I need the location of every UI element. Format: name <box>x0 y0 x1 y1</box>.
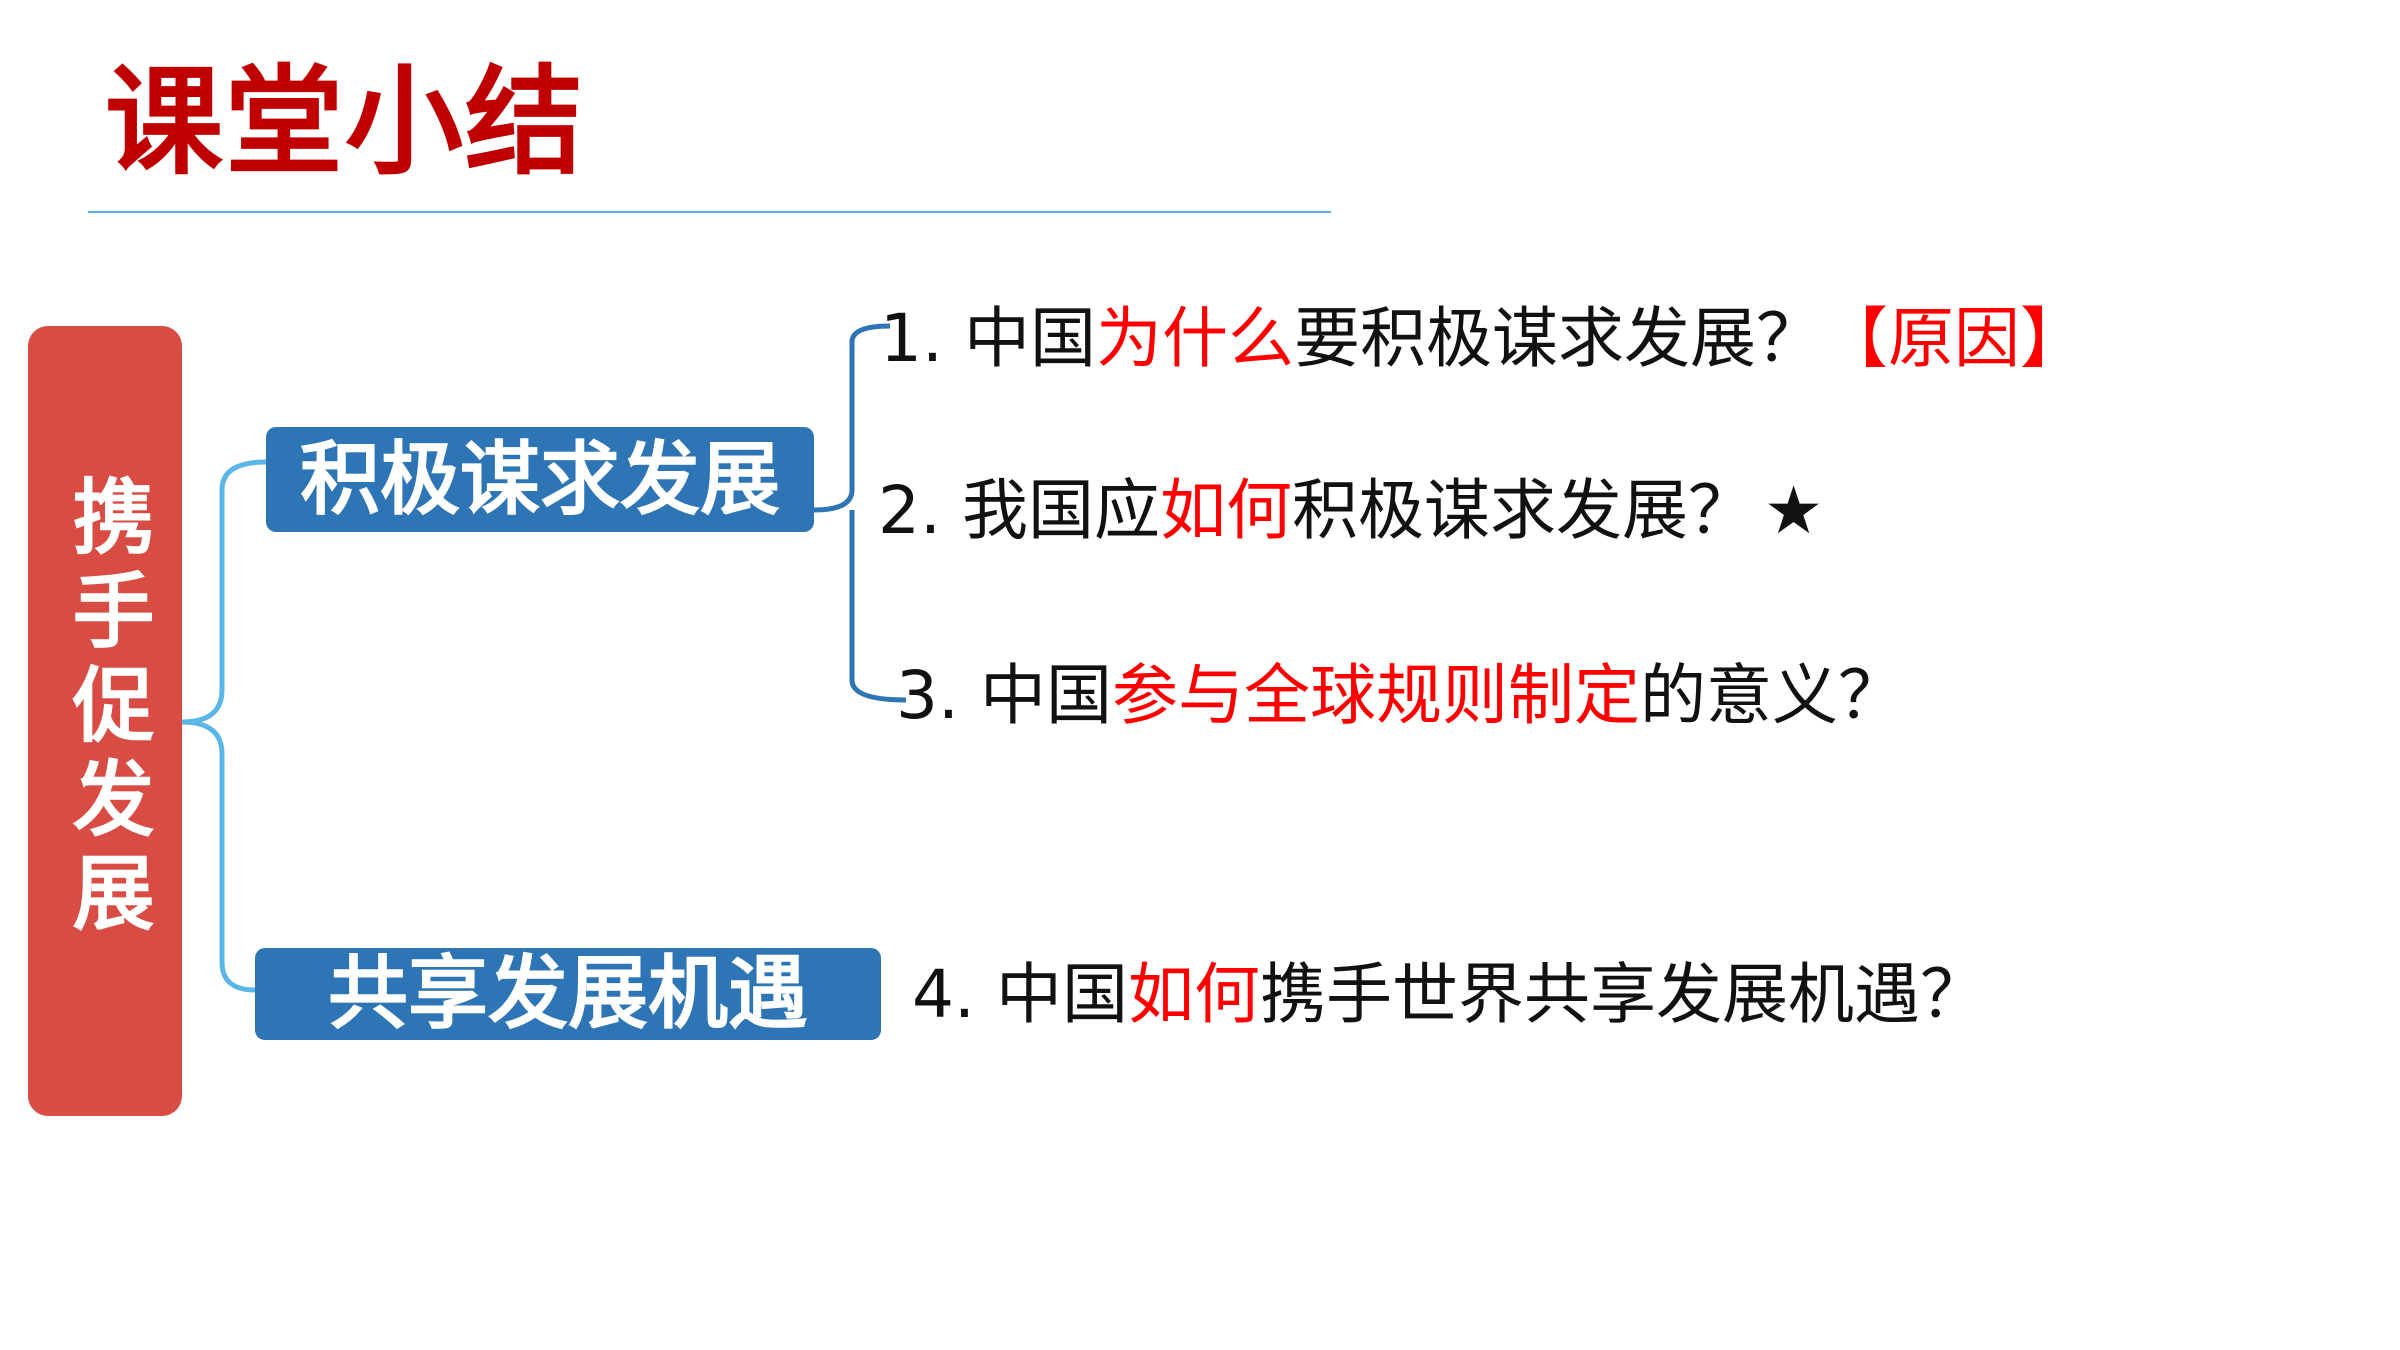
question-3-highlight: 参与全球规则制定 <box>1111 657 1640 734</box>
question-4-highlight: 如何 <box>1127 956 1260 1033</box>
page-title: 课堂小结 <box>105 53 586 191</box>
branch-share-opportunity: 共享发展机遇 <box>255 948 881 1040</box>
branch-bracket <box>813 323 907 703</box>
root-brace <box>181 459 267 725</box>
branch-develop: 积极谋求发展 <box>266 427 814 532</box>
question-2-number: 2. <box>878 472 941 549</box>
question-4-number: 4. <box>912 956 975 1033</box>
question-2-highlight: 如何 <box>1159 472 1292 549</box>
branch-share-opportunity-label: 共享发展机遇 <box>328 947 808 1040</box>
question-3-number: 3. <box>896 657 959 734</box>
question-3-prefix: 中国 <box>979 657 1112 734</box>
root-brace-lower <box>181 719 256 993</box>
question-1-suffix: 要积极谋求发展？ <box>1293 300 1822 377</box>
question-4-prefix: 中国 <box>995 956 1128 1033</box>
root-topic-box: 携手促发展 <box>28 326 182 1116</box>
question-1-highlight: 为什么 <box>1095 300 1294 377</box>
question-1: 1. 中国为什么要积极谋求发展？【原因】 <box>880 306 2086 372</box>
question-2-suffix: 积极谋求发展？ <box>1291 472 1754 549</box>
question-1-tag: 【原因】 <box>1821 300 2086 377</box>
question-3-suffix: 的意义？ <box>1639 657 1904 734</box>
question-4-suffix: 携手世界共享发展机遇？ <box>1259 956 1986 1033</box>
question-3: 3. 中国参与全球规则制定的意义？ <box>896 663 1904 729</box>
root-topic-label: 携手促发展 <box>58 474 153 944</box>
title-divider <box>88 211 1331 213</box>
question-4: 4. 中国如何携手世界共享发展机遇？ <box>912 962 1986 1028</box>
question-1-number: 1. <box>880 300 943 377</box>
question-2-prefix: 我国应 <box>961 472 1160 549</box>
question-2: 2. 我国应如何积极谋求发展？★ <box>878 478 1823 544</box>
branch-develop-label: 积极谋求发展 <box>300 432 780 526</box>
star-icon: ★ <box>1763 472 1824 549</box>
question-1-prefix: 中国 <box>963 300 1096 377</box>
